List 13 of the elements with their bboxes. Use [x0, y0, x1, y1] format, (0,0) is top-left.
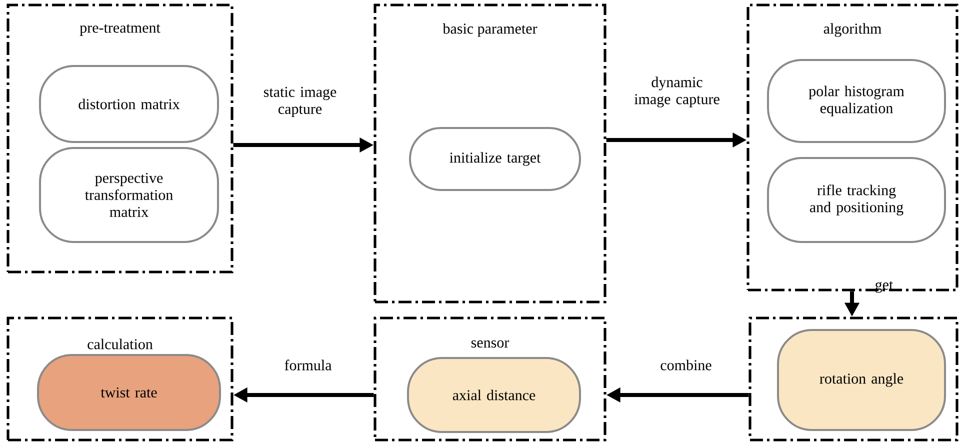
- dashed-box: [748, 316, 958, 442]
- rounded-box: initialize target: [409, 127, 581, 191]
- rounded-box: distortion matrix: [39, 65, 219, 143]
- rounded-box: perspective transformation matrix: [39, 147, 219, 243]
- edge-label: combine: [660, 360, 712, 370]
- rounded-box: rotation angle: [777, 329, 946, 431]
- edge-label: static image capture: [264, 86, 336, 118]
- rounded-box: axial distance: [407, 357, 581, 433]
- rounded-box: twist rate: [37, 354, 221, 431]
- edge-label: dynamic image capture: [634, 76, 720, 108]
- edge-label: formula: [284, 360, 332, 370]
- rounded-box: polar histogram equalization: [767, 59, 946, 143]
- rounded-box: rifle tracking and positioning: [767, 157, 946, 243]
